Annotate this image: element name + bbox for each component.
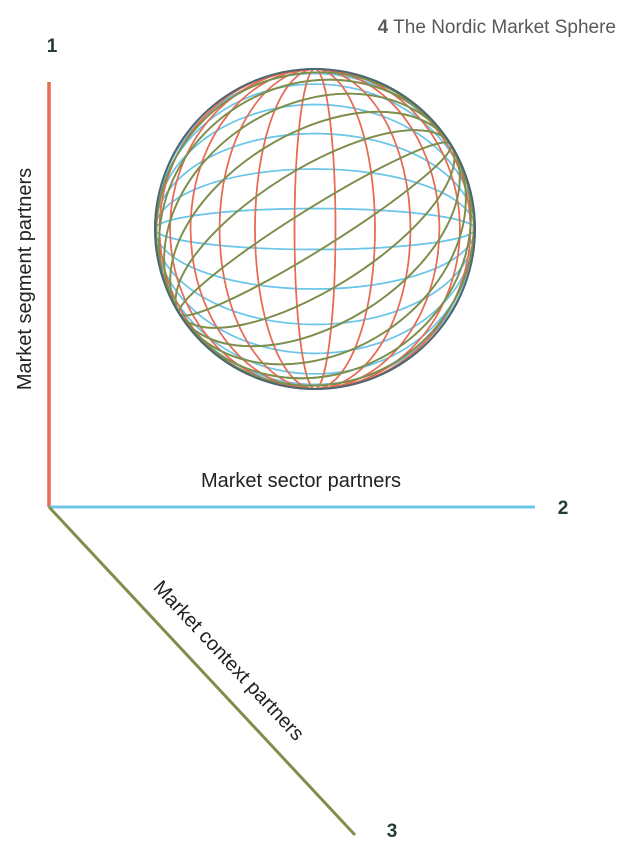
axis-number-3: 3 <box>387 821 398 841</box>
sphere-ring-diagonal <box>163 92 467 366</box>
sphere-ring-diagonal <box>169 110 461 348</box>
sphere-ring-horizontal <box>154 168 476 290</box>
axis-label-vertical: Market segment partners <box>14 168 36 390</box>
sphere-ring-horizontal <box>154 103 476 355</box>
axis-number-2: 2 <box>558 498 569 519</box>
sphere-ring-vertical <box>189 68 441 390</box>
sphere-ring-vertical <box>189 68 441 390</box>
heading-text: The Nordic Market Sphere <box>393 17 616 38</box>
sphere-ring-diagonal <box>177 141 453 317</box>
axis-number-1: 1 <box>47 36 58 57</box>
sphere-ring-horizontal <box>154 207 476 251</box>
sphere-ring-vertical <box>254 68 376 390</box>
sphere-ring-horizontal <box>154 103 476 355</box>
heading-number: 4 <box>378 17 389 38</box>
axis-label-horizontal: Market sector partners <box>201 470 401 492</box>
axis-diagonal-line <box>47 505 357 837</box>
sphere-ring-diagonal <box>163 92 467 366</box>
axis-label-diagonal: Market context partners <box>149 577 308 746</box>
sphere-ring-vertical <box>218 68 412 390</box>
sphere-outline <box>154 68 476 390</box>
sphere-ring-vertical <box>218 68 412 390</box>
sphere-ring-diagonal <box>155 71 475 387</box>
sphere-ring-vertical <box>293 68 337 390</box>
sphere-ring-diagonal <box>155 71 475 387</box>
sphere-ring-diagonal <box>177 141 453 317</box>
wire-sphere <box>154 68 476 390</box>
